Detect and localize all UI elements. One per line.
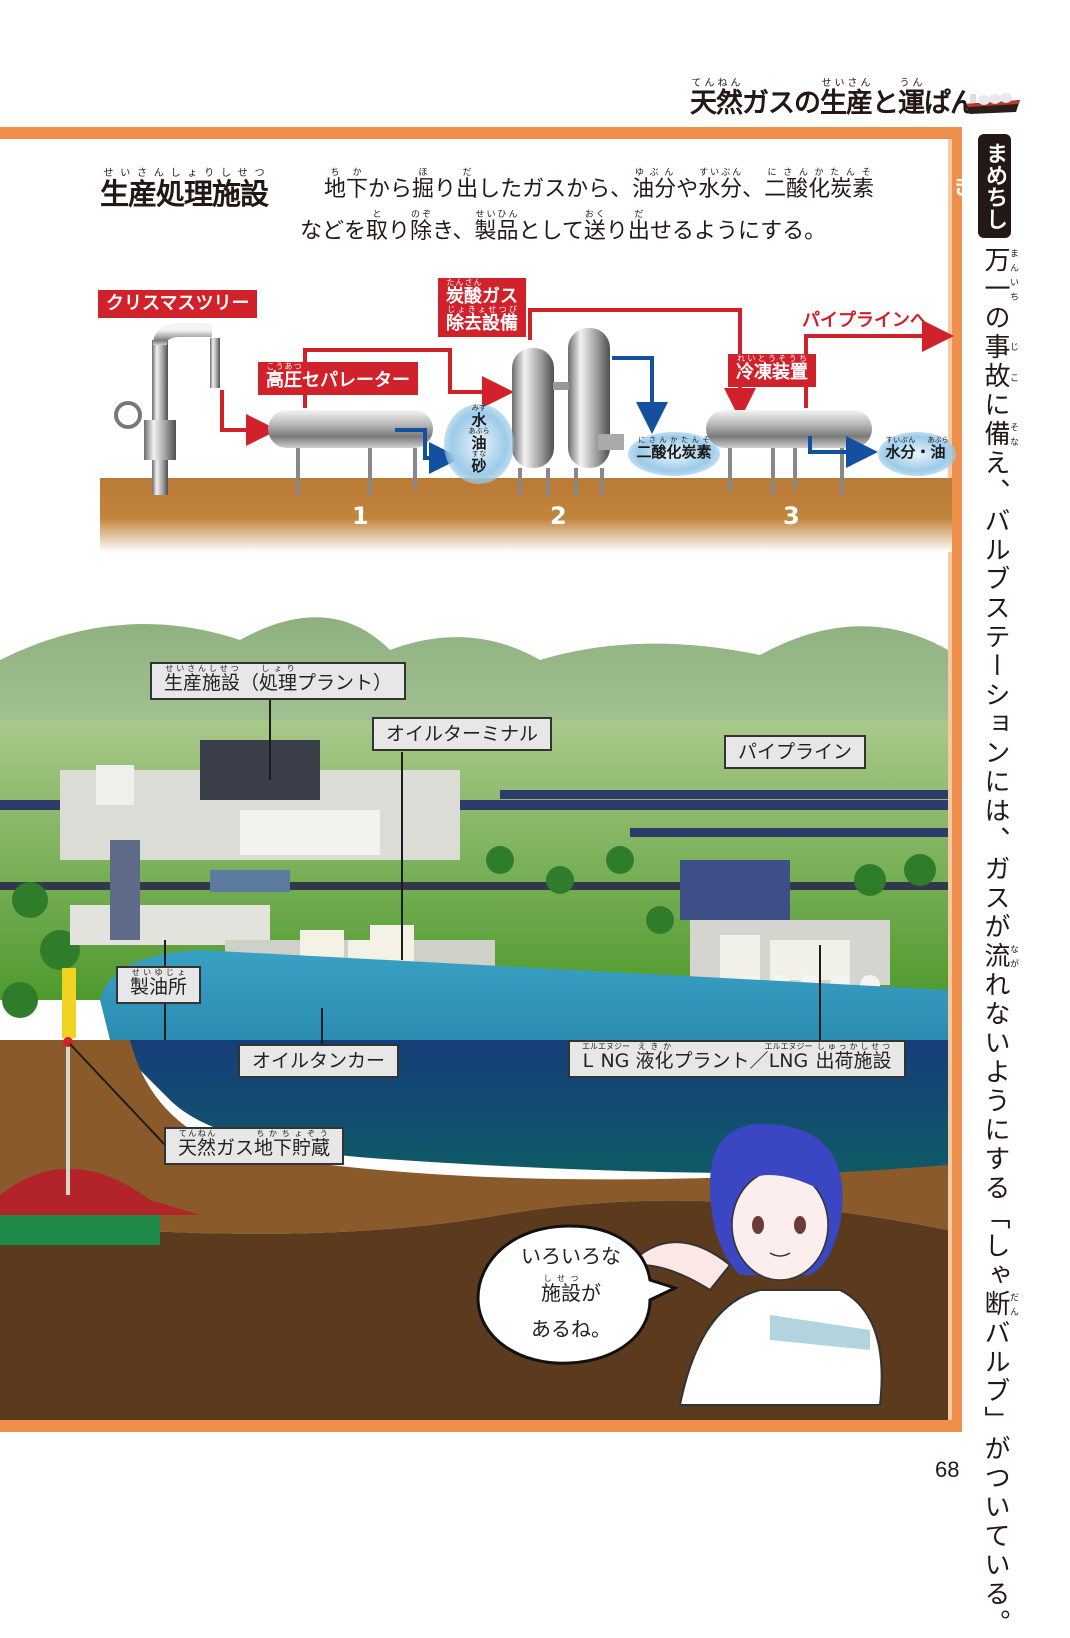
ruby-text: 天然てんねん: [690, 78, 743, 119]
ruby-text: 掘ほ: [412, 168, 435, 202]
page-number: 68: [935, 1457, 960, 1482]
label-oil-terminal: オイルターミナル: [372, 717, 553, 751]
refrigeration-unit: [706, 410, 872, 495]
ruby-text: LNGエルエヌジー: [764, 1042, 813, 1072]
ruby-text: 施設しせつ: [541, 1274, 581, 1305]
ruby-text: 生産処理施設せいさんしょりしせつ: [100, 168, 269, 211]
speech-bubble: [476, 1224, 680, 1365]
label-production-facility: 生産施設せいさんしせつ（処理しょりプラント）: [150, 662, 407, 700]
byproduct-water-oil-sand: 水みず油あぶら砂すな: [444, 404, 514, 484]
christmas-tree-wellhead: [114, 323, 220, 495]
mame-chishiki-text: 万一まんいちの事故じこに備そなえ、バルブステーションには、ガスが流ながれないよう…: [980, 246, 1018, 1638]
ruby-text: 高圧こうあつ: [266, 362, 302, 391]
ruby-text: 二酸化炭素にさんかたんそ: [636, 436, 712, 461]
ruby-text: 運うん: [898, 78, 925, 119]
ruby-text: 水分すいぶん: [698, 168, 743, 202]
bubble-line-3: あるね。: [531, 1317, 611, 1341]
ruby-text: 除去設備じょきょせつび: [446, 305, 518, 334]
ruby-text: 製品せいひん: [474, 210, 519, 244]
bubble-line-1: いろいろな: [521, 1244, 621, 1268]
label-refinery: 製油所せいゆじょ: [116, 966, 202, 1004]
mame-chishiki-badge: まめちしき: [949, 134, 1011, 238]
label-lng-plant: L NGエルエヌジー 液化えきかプラント／LNGエルエヌジー 出荷施設しゅっかし…: [568, 1040, 906, 1078]
ruby-text: 冷凍装置れいとうそうち: [736, 354, 808, 383]
process-ground: [100, 478, 952, 552]
ruby-text: 備そな: [980, 420, 1018, 449]
section-description: 地下ちかから掘ほり出だしたガスから、油分ゆぶんや水分すいぶん、二酸化炭素にさんか…: [300, 168, 940, 252]
label-to-pipeline: パイプラインへ: [802, 310, 928, 331]
section-title: 生産処理施設せいさんしょりしせつ: [100, 168, 269, 213]
page-header-title: 天然てんねんガスの生産せいさんと運うんぱん: [690, 78, 977, 119]
label-christmas-tree: クリスマスツリー: [98, 290, 258, 318]
step-number-1: 1: [352, 502, 369, 530]
ruby-text: 事故じこ: [980, 333, 1018, 391]
ruby-text: 油分ゆぶん: [632, 168, 677, 202]
description-line-1: 地下ちかから掘ほり出だしたガスから、油分ゆぶんや水分すいぶん、二酸化炭素にさんか…: [324, 168, 875, 202]
ruby-text: 出だ: [627, 210, 650, 244]
ruby-text: 生産せいさん: [820, 78, 873, 119]
byproduct-co2: 二酸化炭素にさんかたんそ: [628, 432, 720, 476]
frame-inner-line: [948, 139, 952, 1420]
ruby-text: 送おく: [583, 210, 606, 244]
ruby-text: 地下貯蔵ちかちょぞう: [254, 1129, 331, 1159]
ruby-text: L NGエルエヌジー: [582, 1042, 630, 1072]
ruby-text: 天然てんねん: [178, 1129, 217, 1159]
description-line-2: などを取とり除のぞき、製品せいひんとして送おくり出だせるようにする。: [300, 210, 827, 244]
byproduct-water-oil: 水分すいぶん・油あぶら: [878, 432, 956, 476]
high-pressure-separator: [268, 410, 433, 495]
ruby-text: 出荷施設しゅっかしせつ: [815, 1042, 892, 1072]
label-oil-tanker: オイルタンカー: [238, 1044, 400, 1078]
ruby-text: 水分すいぶん: [885, 436, 916, 461]
lng-tanker-ship-icon: [964, 93, 1020, 114]
ruby-text: 万一まんいち: [980, 246, 1018, 304]
step-number-3: 3: [783, 502, 800, 530]
co2-removal-towers: [512, 328, 624, 495]
label-co2-removal: 炭酸たんさんガス除去設備じょきょせつび: [438, 278, 526, 337]
ruby-text: 出だ: [456, 168, 479, 202]
ruby-text: 製油所せいゆじょ: [130, 968, 188, 998]
ruby-text: 二酸化炭素にさんかたんそ: [764, 168, 875, 202]
label-high-pressure-separator: 高圧こうあつセパレーター: [258, 362, 418, 395]
bubble-line-2: 施設しせつが: [541, 1274, 601, 1305]
frame-bottom-border: [0, 1420, 962, 1432]
ruby-text: 流なが: [980, 942, 1018, 971]
speech-bubble-text: いろいろな 施設しせつが あるね。: [496, 1238, 646, 1347]
ruby-text: 取と: [366, 210, 389, 244]
ruby-text: 油あぶら: [468, 427, 490, 452]
ruby-text: 炭酸たんさん: [446, 278, 482, 307]
ruby-text: 水みず: [471, 404, 487, 429]
ruby-text: 生産施設せいさんしせつ: [164, 664, 241, 694]
girl-character-illustration: [640, 1123, 883, 1406]
label-pipeline: パイプライン: [724, 735, 867, 769]
frame-right-border: [952, 127, 962, 1432]
ruby-text: 砂すな: [471, 450, 487, 475]
label-refrigeration: 冷凍装置れいとうそうち: [728, 354, 816, 387]
frame-top-border: [0, 127, 960, 139]
ruby-text: 液化えきか: [635, 1042, 674, 1072]
step-number-2: 2: [550, 502, 567, 530]
label-underground-gas-storage: 天然てんねんガス地下貯蔵ちかちょぞう: [164, 1127, 345, 1165]
ruby-text: 断だん: [980, 1290, 1018, 1319]
ruby-text: 除のぞ: [410, 210, 433, 244]
ruby-text: 油あぶら: [927, 436, 949, 461]
ruby-text: 処理しょり: [259, 664, 298, 694]
ruby-text: 地下ちか: [324, 168, 369, 202]
